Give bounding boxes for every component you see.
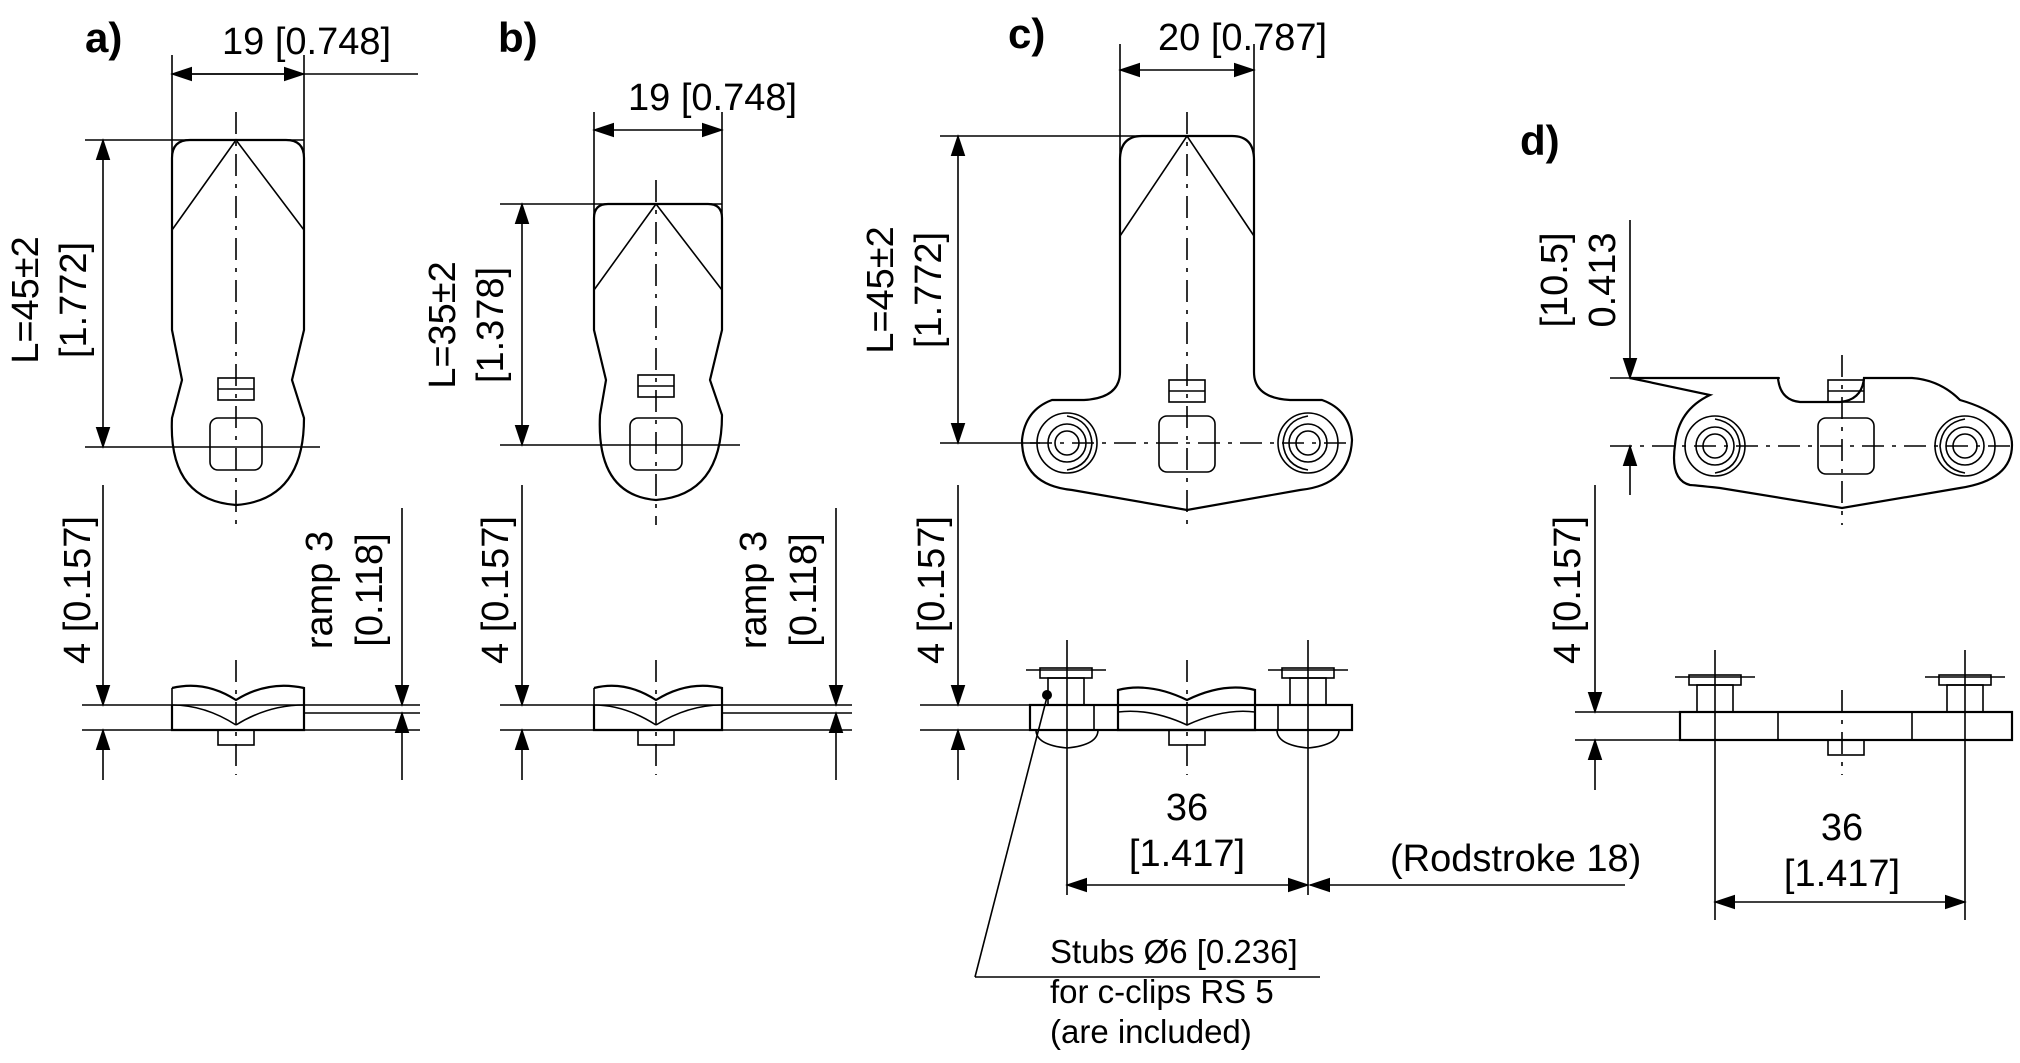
view-c-height-dim: 4 [0.157] [911,516,953,664]
view-b-width-dim: 19 [0.748] [628,77,797,119]
view-a-label: a) [85,14,122,61]
view-b-plate-top [592,202,724,502]
view-d-label: d) [1520,117,1560,164]
view-a-side [82,684,420,746]
view-d-height-dim: 4 [0.157] [1547,516,1589,664]
view-a-ramp-dim-in: [0.118] [349,533,391,646]
view-a-height-dim: 4 [0.157] [57,516,99,664]
view-c-length-dim-in: [1.772] [908,232,950,348]
view-c-stubs-note-2: for c-clips RS 5 [1050,973,1274,1010]
view-c-side [920,667,1354,749]
view-c-length-dim: L=45±2 [860,226,902,354]
view-d-pitch-dim-in: [1.417] [1784,853,1900,895]
view-b-label: b) [498,14,538,61]
view-d-side [1575,674,2014,756]
view-a-ramp-dim: ramp 3 [299,531,341,649]
view-c: c) 20 [0.787] L=45±2 [1.772] [860,10,1641,1050]
view-c-rodstroke: (Rodstroke 18) [1390,838,1641,880]
view-c-pitch-dim-in: [1.417] [1129,833,1245,875]
view-a-width-dim: 19 [0.748] [222,21,391,63]
view-b-length-dim: L=35±2 [422,261,464,389]
view-b-length-dim-in: [1.378] [470,267,512,383]
view-b-height-dim: 4 [0.157] [475,516,517,664]
view-a-plate-top [170,138,306,507]
view-c-stubs-leader [974,696,1048,978]
view-a-length-dim-in: [1.772] [53,242,95,358]
view-a: a) 19 [0.748] L=45±2 [1.772] [5,14,420,780]
view-d-pitch-dim: 36 [1821,807,1863,849]
view-a-length-dim: L=45±2 [5,236,47,364]
view-b-side [500,684,852,746]
view-c-stubs-note-1: Stubs Ø6 [0.236] [1050,933,1298,970]
view-d-offset-dim: 0.413 [1582,232,1624,327]
view-b-ramp-dim-in: [0.118] [783,533,825,646]
view-c-label: c) [1008,10,1045,57]
view-d-offset-dim-in: [10.5] [1534,232,1576,327]
view-b: b) 19 [0.748] L=35±2 [1.378] [422,14,852,780]
view-c-width-dim: 20 [0.787] [1158,17,1327,59]
view-d-plate-top [1629,376,2014,510]
view-c-pitch-dim: 36 [1166,787,1208,829]
view-c-stubs-note-3: (are included) [1050,1013,1252,1050]
view-b-ramp-dim: ramp 3 [733,531,775,649]
view-d: d) [10.5] 0.413 [1520,117,2014,920]
